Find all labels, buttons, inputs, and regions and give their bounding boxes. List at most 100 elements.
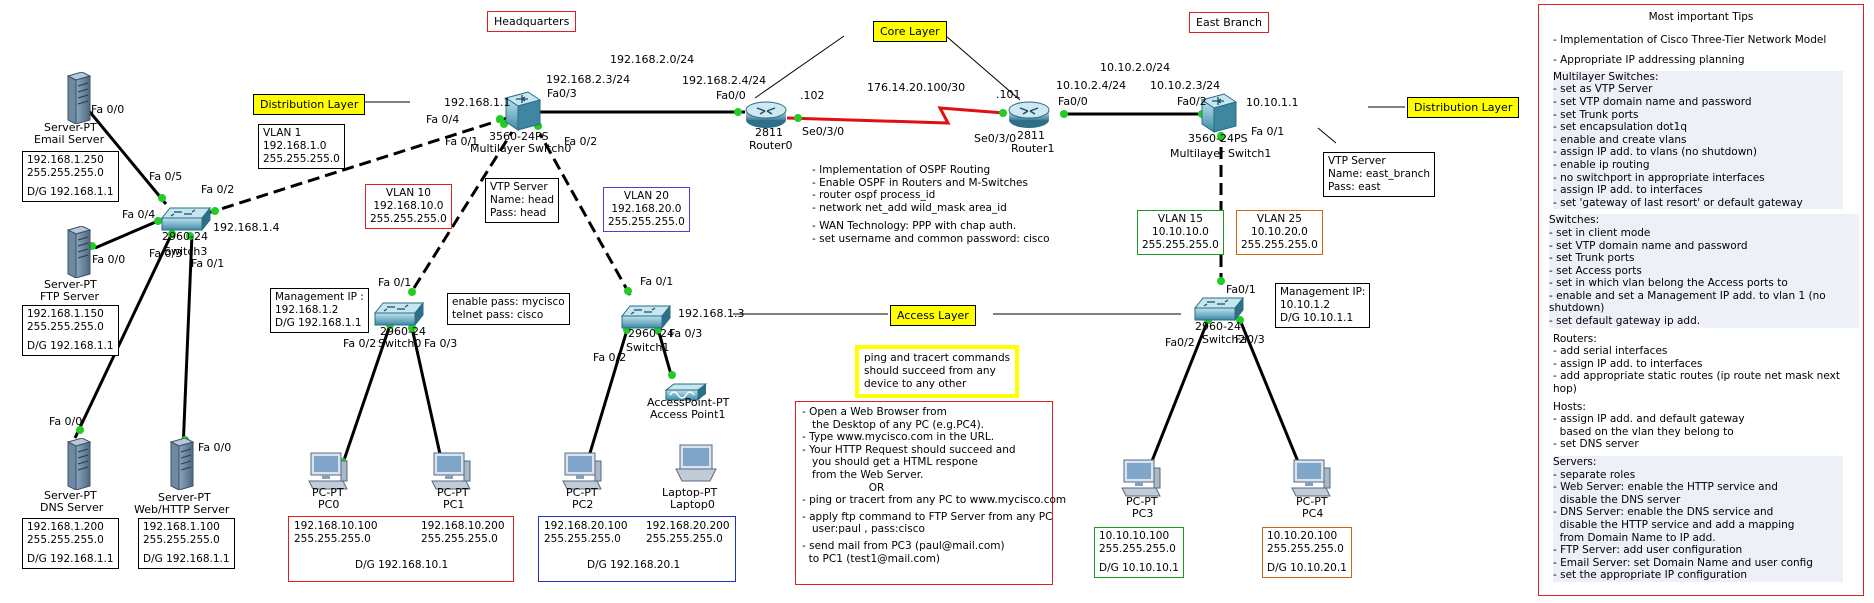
port-label: Fa 0/2 bbox=[593, 351, 627, 364]
core-layer-header: Core Layer bbox=[873, 21, 947, 42]
ms1-name: Multilayer Switch1 bbox=[1170, 147, 1272, 160]
port-label: Fa 0/0 bbox=[198, 441, 232, 454]
ftp-server-icon bbox=[67, 226, 91, 278]
switch3-icon bbox=[161, 207, 211, 231]
email-server-icon bbox=[67, 72, 91, 124]
ms0-name: Multilayer Switch0 bbox=[470, 142, 572, 155]
tips-panel: Most important Tips - Implementation of … bbox=[1538, 4, 1864, 596]
port-label: Fa 0/2 bbox=[343, 337, 377, 350]
sw0-model: 2960-24 bbox=[380, 325, 426, 338]
dns-name: DNS Server bbox=[40, 501, 104, 514]
pc3-type: PC-PT bbox=[1126, 495, 1158, 508]
switch2-icon bbox=[1194, 297, 1244, 321]
pc1-name: PC1 bbox=[443, 498, 465, 511]
port-label: Fa 0/1 bbox=[640, 275, 674, 288]
ftp-type: Server-PT bbox=[44, 278, 97, 291]
port-label: Fa 0/4 bbox=[426, 113, 460, 126]
laptop-type: Laptop-PT bbox=[662, 486, 718, 499]
pc4-name: PC4 bbox=[1302, 507, 1324, 520]
port-label: Fa0/2 bbox=[1177, 95, 1207, 108]
switch1-icon bbox=[621, 305, 671, 329]
pc4-icon bbox=[1291, 459, 1331, 497]
tips-section: - Implementation of Cisco Three-Tier Net… bbox=[1553, 33, 1827, 46]
tips-section-hosts: Hosts: - assign IP add. and default gate… bbox=[1553, 400, 1745, 451]
sw1-model: 2960-24 bbox=[628, 327, 674, 340]
port-label: Fa 0/2 bbox=[564, 135, 598, 148]
port-label: .101 bbox=[996, 88, 1021, 101]
tips-section-routers: Routers: - add serial interfaces - assig… bbox=[1553, 332, 1840, 396]
pc2-icon bbox=[562, 452, 602, 490]
r1-ip: 10.10.2.4/24 bbox=[1056, 79, 1127, 92]
distribution-layer-right: Distribution Layer bbox=[1407, 97, 1520, 118]
sw3-model: 2960-24 bbox=[162, 230, 208, 243]
port-label: Se0/3/0 bbox=[802, 125, 845, 138]
r0-name: Router0 bbox=[749, 139, 793, 152]
port-label: Fa0/3 bbox=[547, 87, 577, 100]
tips-section: - Appropriate IP addressing planning bbox=[1553, 54, 1745, 67]
port-label: Fa 0/1 bbox=[445, 135, 479, 148]
net-east-core: 10.10.2.0/24 bbox=[1100, 61, 1171, 74]
pc0-type: PC-PT bbox=[312, 486, 344, 499]
tips-section-servers: Servers: - separate roles - Web Server: … bbox=[1553, 456, 1843, 582]
links bbox=[73, 99, 1303, 472]
laptop-name: Laptop0 bbox=[670, 498, 715, 511]
pc3-name: PC3 bbox=[1132, 507, 1154, 520]
web-type: Server-PT bbox=[158, 491, 211, 504]
tips-section-switches: Switches: - set in client mode - set VTP… bbox=[1549, 214, 1859, 328]
port-label: Fa0/0 bbox=[716, 89, 746, 102]
tips-section-multilayer: Multilayer Switches: - set as VTP Server… bbox=[1553, 70, 1843, 210]
laptop-icon bbox=[675, 444, 717, 482]
port-label: Fa0/0 bbox=[1058, 95, 1088, 108]
ftp-name: FTP Server bbox=[40, 290, 100, 303]
ap-type: AccessPoint-PT bbox=[647, 396, 730, 409]
port-label: Fa 0/3 bbox=[669, 327, 703, 340]
ap-name: Access Point1 bbox=[650, 408, 726, 421]
port-label: Fa 0/5 bbox=[149, 170, 183, 183]
r1-name: Router1 bbox=[1011, 142, 1055, 155]
email-type: Server-PT bbox=[44, 121, 97, 134]
switch0-icon bbox=[374, 302, 424, 326]
port-label: Fa 0/2 bbox=[201, 183, 235, 196]
router1-icon bbox=[1008, 101, 1050, 129]
port-label: Fa0/2 bbox=[1165, 336, 1195, 349]
port-label: Fa 0/1 bbox=[378, 276, 412, 289]
router0-icon bbox=[745, 101, 787, 129]
email-name: Email Server bbox=[34, 133, 105, 146]
ms1-ip: 10.10.1.1 bbox=[1246, 96, 1299, 109]
pc3-icon bbox=[1121, 459, 1161, 497]
pc1-icon bbox=[431, 452, 471, 490]
port-label: Fa 0/3 bbox=[424, 337, 458, 350]
port-label: Fa 0/1 bbox=[1251, 125, 1285, 138]
net-hq-core: 192.168.2.0/24 bbox=[610, 53, 695, 66]
access-layer-header: Access Layer bbox=[890, 305, 976, 326]
multilayer-switch0-icon bbox=[505, 91, 541, 131]
pc0-pc1-ip-box: 192.168.10.100 255.255.255.0 192.168.10.… bbox=[288, 516, 514, 582]
ms0-ip: 192.168.1.1 bbox=[444, 96, 511, 109]
port-label: Fa0/3 bbox=[1235, 333, 1265, 346]
east-branch-header: East Branch bbox=[1189, 12, 1270, 33]
core-notes: - Implementation of OSPF Routing - Enabl… bbox=[812, 164, 1050, 245]
port-label: Fa 0/0 bbox=[92, 253, 126, 266]
ms1-ip2: 10.10.2.3/24 bbox=[1150, 79, 1221, 92]
web-name: Web/HTTP Server bbox=[134, 503, 230, 516]
pc0-name: PC0 bbox=[318, 498, 340, 511]
pc4-type: PC-PT bbox=[1296, 495, 1328, 508]
port-label: Se0/3/0 bbox=[974, 132, 1017, 145]
sw0-name: Switch0 bbox=[378, 337, 422, 350]
dns-type: Server-PT bbox=[44, 489, 97, 502]
pc2-type: PC-PT bbox=[566, 486, 598, 499]
port-label: .102 bbox=[800, 89, 825, 102]
